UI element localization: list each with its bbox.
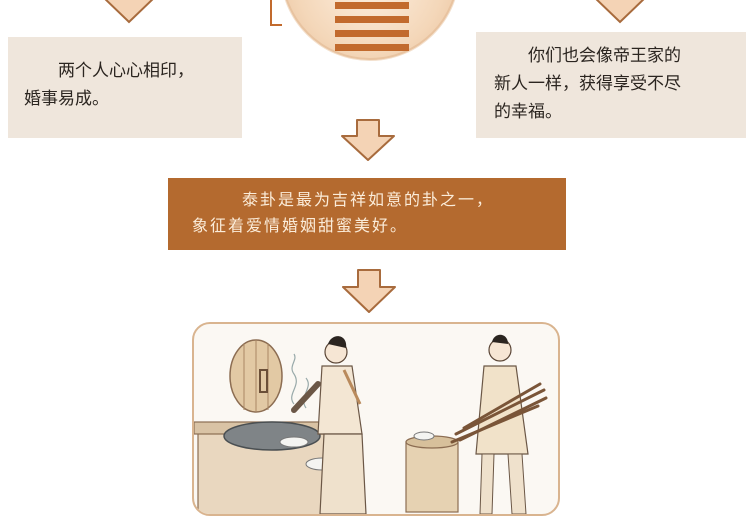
conclusion-banner: 泰卦是最为吉祥如意的卦之一， 象征着爱情婚姻甜蜜美好。 <box>168 178 566 250</box>
down-arrow-icon <box>595 0 645 24</box>
down-arrow-icon <box>341 119 395 161</box>
right-box-line-3: 的幸福。 <box>494 102 562 122</box>
right-box-line-1: 你们也会像帝王家的 <box>528 46 681 66</box>
right-text-box: 你们也会像帝王家的 新人一样，获得享受不尽 的幸福。 <box>476 32 746 138</box>
left-box-line-1: 两个人心心相印， <box>58 61 194 81</box>
banner-line-1: 泰卦是最为吉祥如意的卦之一， <box>242 190 495 209</box>
left-box-line-2: 婚事易成。 <box>24 89 109 109</box>
trigram-bar <box>335 44 409 51</box>
kitchen-couple-illustration <box>192 322 560 516</box>
trigram-bar <box>335 16 409 23</box>
banner-line-2: 象征着爱情婚姻甜蜜美好。 <box>192 216 409 235</box>
trigram-bar <box>335 30 409 37</box>
trigram-medallion <box>281 0 459 60</box>
illustration-drawing <box>194 334 548 514</box>
down-arrow-icon <box>104 0 154 24</box>
trigram-bar <box>335 2 409 9</box>
left-text-box: 两个人心心相印， 婚事易成。 <box>8 37 242 138</box>
down-arrow-icon <box>342 269 396 313</box>
connector-line <box>270 0 282 26</box>
right-box-line-2: 新人一样，获得享受不尽 <box>494 74 681 94</box>
